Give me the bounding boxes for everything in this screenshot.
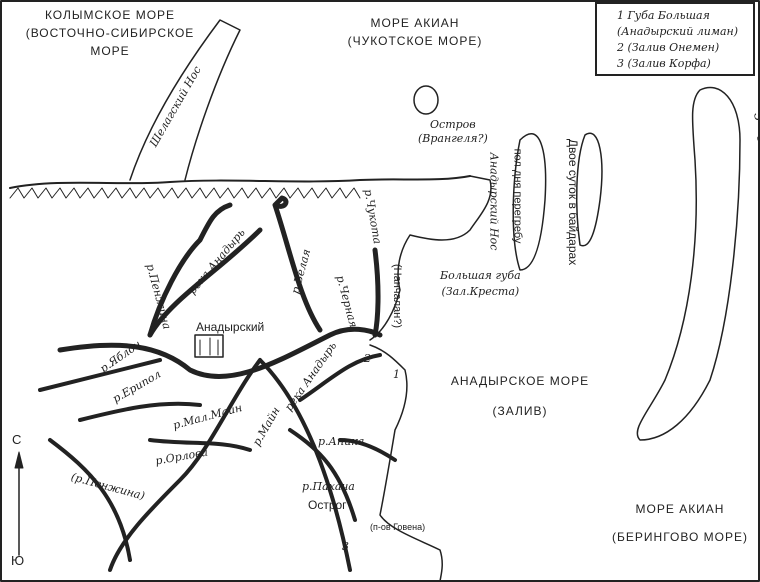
anadyr-bay-coast xyxy=(369,344,443,582)
label-ostrog: Острог xyxy=(308,498,347,512)
sea-modern-name: (ВОСТОЧНО-СИБИРСКОЕ xyxy=(25,26,195,40)
shelagsky-peninsula xyxy=(129,19,241,181)
label-bolshaya-guba: Большая губа (Зал.Креста) xyxy=(440,268,521,300)
legend-number-2: 2 xyxy=(364,352,371,365)
tributaries xyxy=(38,353,397,572)
sea-label-akian-north: МОРЕ АКИАН (ЧУКОТСКОЕ МОРЕ) xyxy=(345,14,485,50)
north-coastline xyxy=(9,175,471,189)
coast-mountains xyxy=(9,187,361,199)
label-line: Остров xyxy=(430,118,476,131)
long-island-1 xyxy=(512,133,547,271)
label-two-days: Двое суток в байдарах xyxy=(566,138,581,266)
legend: 1 Губа Большая (Анадырский лиман) 2 (Зал… xyxy=(595,2,755,76)
sea-modern-name: (ЧУКОТСКОЕ МОРЕ) xyxy=(347,34,483,48)
anadyr-river xyxy=(57,195,383,380)
label-anadyrsky-nos: Анадырский Нос xyxy=(487,152,501,251)
compass-south: Ю xyxy=(11,553,25,568)
label-line: (Врангеля?) xyxy=(418,132,488,145)
chukotka-coast xyxy=(369,175,492,341)
sea-modern-name: (ЗАЛИВ) xyxy=(492,404,548,418)
sea-modern-name: (БЕРИНГОВО МОРЕ) xyxy=(612,530,748,544)
label-line: (Зал.Креста) xyxy=(441,285,520,298)
sea-label-anadyr: АНАДЫРСКОЕ МОРЕ (ЗАЛИВ) xyxy=(440,366,600,426)
label-half-day: пол дня перегребу xyxy=(511,148,524,244)
legend-item: (Анадырский лиман) xyxy=(617,25,739,38)
legend-number-3: 3 xyxy=(342,540,349,553)
legend-number-1: 1 xyxy=(393,368,400,381)
label-goven: (п-ов Говена) xyxy=(370,522,426,532)
wrangel-island xyxy=(413,85,439,115)
compass-north: С xyxy=(12,432,22,447)
legend-item: 3 (Залив Корфа) xyxy=(617,57,711,70)
long-island-2 xyxy=(576,132,603,247)
label-wrangel: Остров (Врангеля?) xyxy=(418,118,488,146)
legend-item: 2 (Залив Онемен) xyxy=(617,41,720,54)
river-anika: р.Аника xyxy=(318,435,365,448)
sea-modern-name-cont: МОРЕ xyxy=(90,44,130,58)
zemlya-bolshaya xyxy=(636,86,741,441)
anadyrsky-fort xyxy=(194,334,224,358)
label-line: Большая губа xyxy=(440,269,521,282)
legend-item: 1 Губа Большая xyxy=(617,9,710,22)
sea-label-akian-south: МОРЕ АКИАН (БЕРИНГОВО МОРЕ) xyxy=(600,495,760,551)
sea-name: МОРЕ АКИАН xyxy=(635,502,725,516)
sea-name: КОЛЫМСКОЕ МОРЕ xyxy=(44,8,176,22)
sea-label-kolyma: КОЛЫМСКОЕ МОРЕ (ВОСТОЧНО-СИБИРСКОЕ МОРЕ xyxy=(25,6,195,60)
label-anadyrsky: Анадырский xyxy=(196,320,265,334)
river-nanchalan: (Нанчалан?) xyxy=(391,263,404,329)
sea-name: АНАДЫРСКОЕ МОРЕ xyxy=(450,374,590,388)
sea-name: МОРЕ АКИАН xyxy=(370,16,460,30)
river-pakhacha: р.Пахача xyxy=(302,480,355,493)
